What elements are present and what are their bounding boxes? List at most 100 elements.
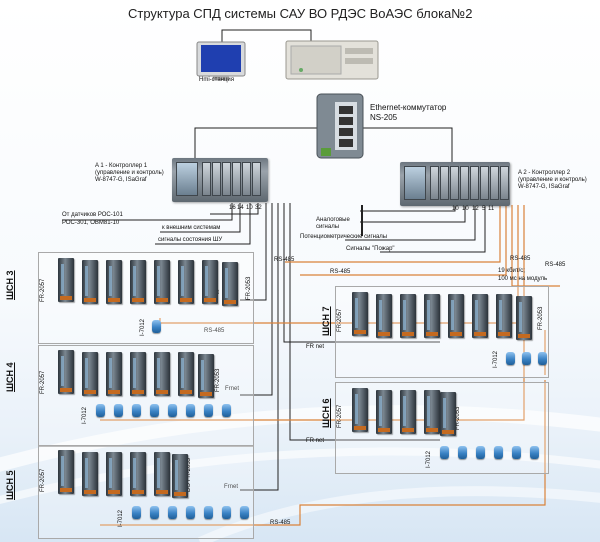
server-icon [285, 40, 379, 80]
controller-1-slot-count: 14 [237, 205, 244, 211]
module-label-i7012: I-7012 [493, 350, 499, 368]
group-label-shsn3: ШСН 3 [5, 270, 15, 300]
group-label-shsn5: ШСН 5 [5, 470, 15, 500]
fr-cabinet [178, 352, 194, 396]
io-module [458, 446, 467, 459]
io-module [530, 446, 539, 459]
module-label-i7012: I-7012 [82, 406, 88, 424]
group-label-shsn6: ШСН 6 [321, 398, 331, 428]
io-module [494, 446, 503, 459]
io-module [132, 404, 141, 417]
group-label-shsn7: ШСН 7 [321, 306, 331, 336]
io-module [538, 352, 547, 365]
io-module [204, 404, 213, 417]
module-label-i7012: I-7012 [118, 509, 124, 527]
monitor-icon [196, 41, 246, 80]
fr-cabinet [154, 452, 170, 496]
controller-2-slot-count: 11 [488, 206, 495, 212]
rs485-label: RS-485 [330, 269, 351, 275]
controller-2-role: (управление и контроль) [518, 177, 587, 183]
io-module [476, 446, 485, 459]
shu-signals-label: сигналы состояния ШУ [158, 237, 223, 243]
analog-signals-label-2: сигналы [316, 224, 340, 230]
fr-cabinet [82, 352, 98, 396]
io-module [132, 506, 141, 519]
fr-cabinet [400, 390, 416, 434]
module-label-fr2053: FR-2053 [538, 306, 544, 330]
fr-cabinet [178, 260, 194, 304]
frnet-label: Frnet [225, 386, 240, 392]
fr-cabinet [106, 352, 122, 396]
module-label-fr2057: FR-2057 [337, 404, 343, 428]
fr-cabinet [496, 294, 512, 338]
controller-2-slot-count: 10 [452, 206, 459, 212]
fr-cabinet [82, 260, 98, 304]
fr-cabinet [154, 260, 170, 304]
rs485-label: RS-485 [510, 256, 531, 262]
group-label-shsn4: ШСН 4 [5, 362, 15, 392]
fr-cabinet [400, 294, 416, 338]
bus-speed-label: 19 кбит/с; [498, 268, 525, 274]
io-module [168, 506, 177, 519]
fr-cabinet [424, 294, 440, 338]
module-label-i7012: I-7012 [426, 450, 432, 468]
controller-2-model: W-8747-G, ISaGraf [518, 184, 570, 190]
module-label-fr2053: FR-2053 [215, 368, 221, 392]
rs485-label: RS-485 [274, 257, 295, 263]
module-label-fr2057: FR-2057 [40, 468, 46, 492]
io-module [186, 404, 195, 417]
fr-cabinet [130, 452, 146, 496]
fr-cabinet [352, 292, 368, 336]
switch-title: Ethernet-коммутатор [370, 103, 447, 112]
io-module [152, 320, 161, 333]
switch-model: NS-205 [370, 113, 398, 122]
io-module [506, 352, 515, 365]
fr-cabinet [58, 258, 74, 302]
fr-cabinet [130, 352, 146, 396]
fr-cabinet [424, 390, 440, 434]
frnet-label: Frnet [224, 484, 239, 490]
io-module [222, 404, 231, 417]
network-switch-icon [316, 93, 364, 159]
fire-signals-label: Сигналы "Пожар" [346, 246, 395, 252]
fr-net-label: FR net [306, 344, 325, 350]
fr-cabinet [154, 352, 170, 396]
fr-cabinet [376, 294, 392, 338]
fr-cabinet [440, 392, 456, 436]
fr-cabinet [516, 296, 532, 340]
controller-2-slot-count: 10 [462, 206, 469, 212]
fr-cabinet [130, 260, 146, 304]
controller-1-title: A 1 - Контроллер 1 [95, 163, 148, 169]
controller-2-slot-count: 5 [482, 206, 486, 212]
workstation-label: Hmi-станция [199, 77, 235, 83]
io-module [512, 446, 521, 459]
module-label-i7012: I-7012 [140, 318, 146, 336]
controller-2-rack [400, 162, 510, 206]
sensors-label: От датчиков РОС-101 [62, 212, 123, 218]
fr-cabinet [352, 388, 368, 432]
io-module [168, 404, 177, 417]
external-systems-label: к внешним системам [162, 225, 221, 231]
fr-net-label: FR net [306, 438, 325, 444]
module-label-fr2057: FR-2057 [40, 278, 46, 302]
bus-speed-label-2: 100 мс на модуль [498, 276, 548, 282]
controller-1-model: W-8747-G, ISaGraf [95, 177, 147, 183]
io-module [440, 446, 449, 459]
io-module [114, 404, 123, 417]
fr-cabinet [106, 260, 122, 304]
controller-1-rack [172, 158, 268, 202]
pot-signals-label: Потенциометрические сигналы [300, 234, 388, 240]
analog-signals-label: Аналоговые [316, 217, 350, 223]
rs485-label: RS-485 [270, 520, 291, 526]
fr-cabinet [376, 390, 392, 434]
module-label-fr2053: FR-2053 [246, 276, 252, 300]
fr-cabinet [448, 294, 464, 338]
fr-cabinet [172, 454, 188, 498]
io-module [222, 506, 231, 519]
io-module [150, 506, 159, 519]
fr-cabinet [472, 294, 488, 338]
rs485-label: RS-485 [204, 328, 225, 334]
cabinet-group-shsn3 [38, 252, 254, 344]
io-module [150, 404, 159, 417]
controller-2-title: A 2 - Контроллер 2 [518, 170, 571, 176]
